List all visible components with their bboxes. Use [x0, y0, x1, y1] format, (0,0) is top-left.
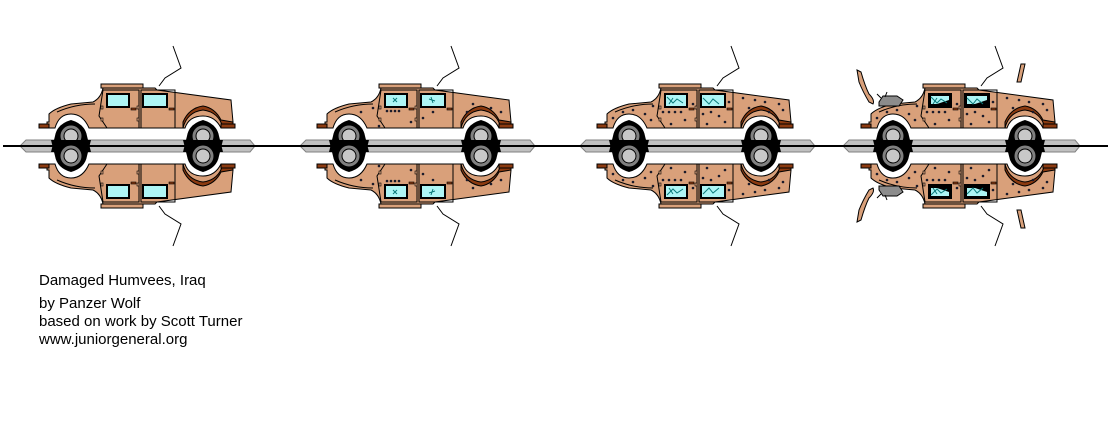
humvee-heavy-damage: [597, 46, 793, 152]
humvee-destroyed-mirror: [856, 140, 1057, 246]
road-strips: [3, 139, 1108, 153]
humvee-light-damage: [317, 46, 513, 152]
caption-title: Damaged Humvees, Iraq: [39, 272, 206, 289]
credit-website: www.juniorgeneral.org: [39, 331, 188, 348]
caption-credits: by Panzer Wolf based on work by Scott Tu…: [39, 295, 242, 349]
humvee-heavy-damage-mirror: [597, 140, 793, 246]
credit-author: by Panzer Wolf: [39, 295, 141, 312]
humvee-destroyed: [856, 46, 1057, 152]
humvee-intact: [39, 46, 235, 152]
credit-based-on: based on work by Scott Turner: [39, 313, 243, 330]
humvee-light-damage-mirror: [317, 140, 513, 246]
humvee-intact-mirror: [39, 140, 235, 246]
